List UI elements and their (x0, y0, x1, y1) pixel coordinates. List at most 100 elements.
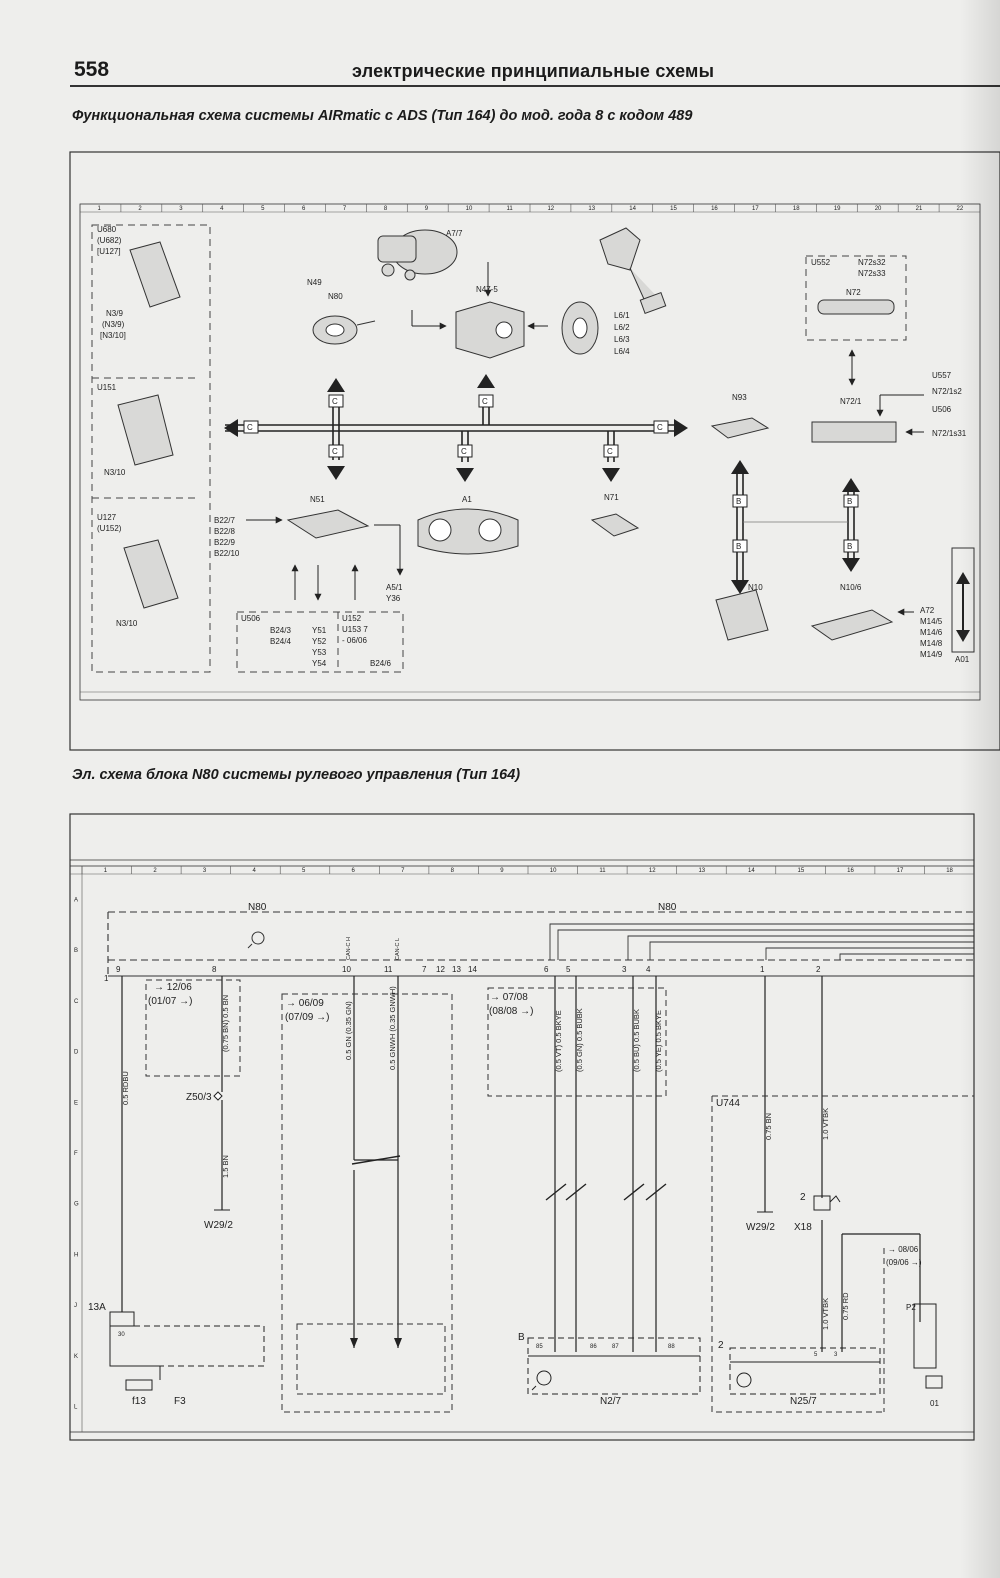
row-tick-label: J (74, 1303, 77, 1309)
bus-c-tag4: C (657, 423, 663, 432)
label-u744: U744 (716, 1098, 740, 1109)
label-w29-2-right: W29/2 (746, 1222, 775, 1233)
n80-block (107, 911, 974, 976)
label-n93: N93 (732, 393, 747, 402)
wires (121, 976, 921, 1352)
label-n72: N72 (846, 288, 861, 297)
left-group3-part1: N3/10 (116, 619, 138, 628)
f3-fuse-box (109, 1311, 265, 1391)
row-tick-label: F (74, 1151, 78, 1157)
column-tick-label: 21 (916, 206, 923, 212)
n72-1-panel-illustration (811, 421, 897, 443)
label-n72s32: N72s32 (858, 258, 886, 267)
column-tick-label: 13 (588, 206, 595, 212)
wire-rd: 0.75 RD (841, 1292, 850, 1320)
label-x18: X18 (794, 1222, 812, 1233)
label-n2-7: N2/7 (600, 1396, 622, 1407)
n10-6-module-illustration (810, 609, 894, 641)
pin-9: 9 (116, 965, 121, 974)
column-tick-label: 12 (547, 206, 554, 212)
column-tick-label: 15 (798, 868, 805, 874)
label-u506-right: U506 (932, 405, 952, 414)
column-tick-label: 17 (752, 206, 759, 212)
wire-gnbk: (0.5 GN) 0.5 BUBK (575, 1008, 584, 1072)
n2-7-pin-86: 86 (590, 1344, 597, 1350)
column-tick-label: 9 (500, 868, 504, 874)
binding-shadow (960, 0, 1000, 1578)
note4-line1: → 08/06 (888, 1245, 919, 1254)
label-n51: N51 (310, 495, 325, 504)
left-group3-code2: (U152) (97, 524, 122, 533)
column-tick-label: 13 (698, 868, 705, 874)
column-tick-label: 10 (550, 868, 557, 874)
label-z50-3: Z50/3 (186, 1092, 212, 1103)
label-n80-right: N80 (658, 902, 677, 913)
row-tick-label: E (74, 1100, 78, 1106)
label-b22-8: B22/8 (214, 527, 235, 536)
label-n10: N10 (748, 583, 763, 592)
u506-u152-groups (236, 611, 404, 673)
label-n47-5: N47-5 (476, 285, 498, 294)
label-u152: U152 (342, 614, 362, 623)
wire-vtbk2: 1.0 VTBK (821, 1298, 830, 1330)
pin-13: 13 (452, 965, 461, 974)
label-y54: Y54 (312, 659, 327, 668)
bus-c-tag1: C (332, 397, 338, 406)
left-group1-code2: (U682) (97, 236, 122, 245)
brake-pedal-illustration (599, 227, 667, 314)
label-n72-1s2: N72/1s2 (932, 387, 962, 396)
n2-7-pin-88: 88 (668, 1344, 675, 1350)
left-ecu-groups (91, 224, 211, 673)
bus-c-tag7: C (607, 447, 613, 456)
column-tick-label: 10 (466, 206, 473, 212)
date-blocks (145, 979, 974, 1413)
label-m14-8: M14/8 (920, 639, 943, 648)
label-m14-9: M14/9 (920, 650, 943, 659)
n71-module-illustration (590, 513, 640, 537)
bus-b-tag1: B (736, 497, 741, 506)
column-tick-label: 11 (599, 868, 606, 874)
left-group1-part3: [N3/10] (100, 331, 126, 340)
pin-7: 7 (422, 965, 427, 974)
label-l6-2: L6/2 (614, 323, 630, 332)
n72-switch-illustration (817, 299, 895, 315)
row-tick-label: D (74, 1050, 79, 1056)
column-tick-label: 4 (220, 206, 224, 212)
column-tick-label: 9 (425, 206, 429, 212)
left-group3-code1: U127 (97, 513, 117, 522)
column-tick-label: 6 (352, 868, 356, 874)
label-pin-one: 1 (104, 974, 109, 983)
label-n80-left: N80 (248, 902, 267, 913)
n80-harness (549, 923, 974, 960)
bus-b-tag2: B (736, 542, 741, 551)
pin-14: 14 (468, 965, 477, 974)
pin-label-can-l: CAN-C L (395, 938, 401, 960)
top-column-ticks: 12345678910111213141516171819202122 (79, 204, 964, 212)
a01-key (951, 547, 975, 653)
row-tick-label: G (74, 1202, 79, 1208)
pin-5: 5 (566, 965, 571, 974)
wire-bn: (0.75 BN) 0.5 BN (221, 995, 230, 1052)
label-y52: Y52 (312, 637, 327, 646)
bottom-inner-frame (69, 865, 975, 1433)
column-tick-label: 20 (875, 206, 882, 212)
pin-11: 11 (384, 965, 393, 974)
label-b: B (518, 1332, 525, 1343)
note2-line2: (07/09 →) (285, 1012, 329, 1023)
left-group1-part1: N3/9 (106, 309, 123, 318)
note2-line1: → 06/09 (286, 998, 324, 1009)
label-u506: U506 (241, 614, 261, 623)
can-b-arrowheads (731, 460, 860, 594)
label-n80-top: N80 (328, 292, 343, 301)
pin-12: 12 (436, 965, 445, 974)
label-b24-6: B24/6 (370, 659, 391, 668)
n51-module-illustration (286, 509, 370, 539)
n93-module-illustration (710, 417, 770, 439)
label-a1: A1 (462, 495, 472, 504)
wheel-sensor-illustration (561, 301, 599, 355)
n10-module-illustration (715, 589, 769, 641)
pin-10: 10 (342, 965, 351, 974)
bottom-outer-frame (69, 813, 975, 1441)
